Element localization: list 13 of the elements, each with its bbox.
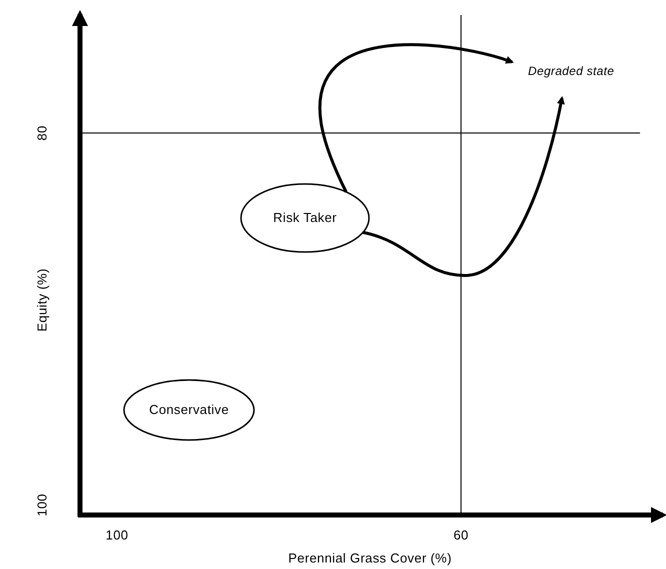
axis-tick-label: 80: [33, 125, 50, 141]
curved-arrow: [362, 96, 565, 277]
ellipse-node: [240, 183, 370, 253]
ellipse-node: [123, 379, 255, 441]
curved-arrow: [318, 43, 514, 193]
axis-tick-label: 100: [33, 494, 50, 516]
axis-title: Equity (%): [33, 268, 50, 332]
axis-tick-label: 60: [453, 526, 469, 544]
node-label: Conservative: [149, 401, 229, 420]
node-label: Risk Taker: [273, 209, 337, 228]
axis-tick-label: 100: [106, 526, 128, 544]
node-label: Degraded state: [528, 63, 614, 80]
axis-title: Perennial Grass Cover (%): [288, 549, 452, 568]
